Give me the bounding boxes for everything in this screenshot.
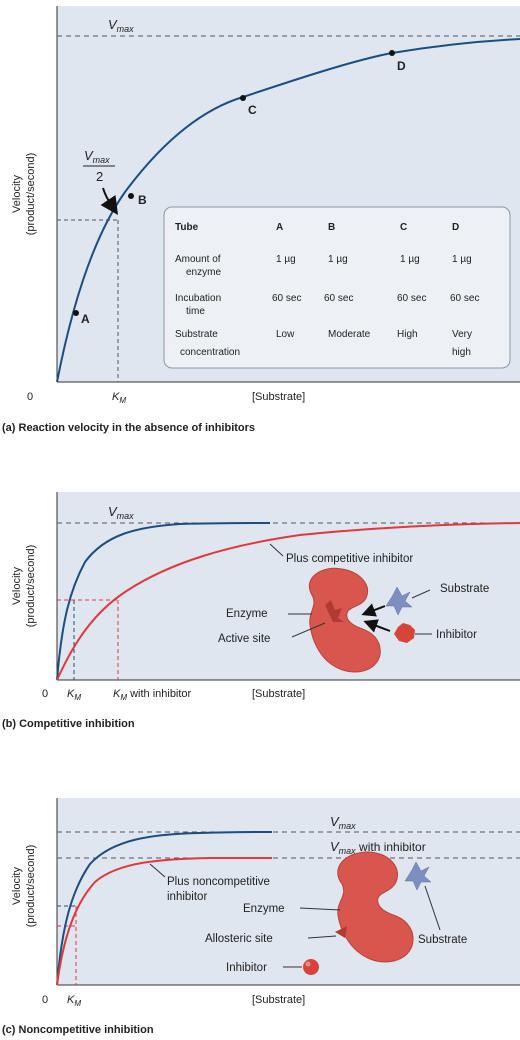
panel-a-label-a: A [81,312,90,326]
svg-text:Velocity: Velocity [11,867,23,905]
panel-a-point-c [240,95,246,101]
panel-c-vmax-label: Vmax [330,814,356,831]
panel-b-enzyme-illustration [288,567,432,673]
svg-text:Velocity: Velocity [11,175,23,213]
panel-b-origin-label: 0 [42,688,48,700]
panel-a-table: Tube A B C D Amount of enzyme 1 µg 1 µg … [163,206,511,369]
panel-c-km-label: KM [67,994,81,1008]
svg-text:concentration: concentration [180,347,240,358]
panel-c-curve-label-2: inhibitor [167,891,207,903]
panel-c-substrate-label: Substrate [418,934,467,946]
table-cell: 1 µg [328,254,348,265]
panel-b-km-label: KM [67,688,81,702]
panel-a-point-a [73,310,79,316]
table-header-c: C [400,222,407,233]
substrate-icon [385,586,413,616]
table-cell: 1 µg [400,254,420,265]
table-cell: 60 sec [450,293,479,304]
table-cell: 60 sec [272,293,301,304]
panel-b-enzyme-label: Enzyme [226,608,268,620]
panel-a-label-d: D [397,59,406,73]
panel-c-curve-no-inhibitor [56,831,273,986]
panel-c-xlabel: [Substrate] [252,994,305,1006]
panel-a-label-b: B [138,193,147,207]
panel-b-ylabel: Velocity (product/second) [11,545,37,628]
svg-text:(product/second): (product/second) [25,153,37,236]
panel-a: A B C D Vmax Vmax 2 Velocity (product/se… [2,6,520,434]
panel-a-vmax-label: Vmax [108,17,134,34]
panel-c-caption: (c) Noncompetitive inhibition [2,1024,154,1036]
panel-a-ylabel: Velocity (product/second) [11,153,37,236]
svg-text:enzyme: enzyme [186,267,221,278]
panel-b-substrate-label: Substrate [440,583,489,595]
panel-b-km-inhibitor-label: KM with inhibitor [113,688,192,702]
table-cell: Low [276,329,295,340]
panel-a-xlabel: [Substrate] [252,391,305,403]
panel-c-curve-label-leader [149,863,166,878]
panel-c-origin-label: 0 [42,994,48,1006]
panel-b-caption: (b) Competitive inhibition [2,718,135,730]
substrate-icon [404,861,432,891]
panel-c-enzyme-illustration [283,851,441,975]
panel-c-allosteric-label: Allosteric site [205,933,273,945]
table-cell: 1 µg [452,254,472,265]
table-row-2-label: Incubation [175,293,221,304]
panel-b-curve-competitive [56,522,520,681]
allosteric-site-icon [335,926,347,938]
table-cell: 1 µg [276,254,296,265]
svg-text:time: time [186,306,205,317]
svg-text:Vmax: Vmax [84,148,110,165]
panel-a-point-d [389,50,395,56]
panel-c-plot-background [57,798,520,985]
panel-a-caption: (a) Reaction velocity in the absence of … [2,422,255,434]
panel-a-point-b [128,193,134,199]
panel-a-half-vmax-annotation: Vmax 2 [83,148,118,215]
table-row-1-label: Amount of [175,254,221,265]
panel-c-inhibitor-label: Inhibitor [226,962,267,974]
panel-c-curve-label-1: Plus noncompetitive [167,876,270,888]
inhibitor-icon [394,623,415,643]
panel-c-ylabel: Velocity (product/second) [11,845,37,928]
panel-b-inhibitor-label: Inhibitor [436,629,477,641]
table-cell: Moderate [328,329,371,340]
active-site-icon [325,600,344,622]
table-cell: Very [452,329,472,340]
panel-b-curve-no-inhibitor [56,522,271,681]
inhibitor-icon [303,959,319,975]
svg-text:Velocity: Velocity [11,567,23,605]
panel-c-vmax-inhibitor-label: Vmax with inhibitor [330,839,426,856]
table-cell: High [397,329,418,340]
table-header-a: A [276,222,283,233]
table-row-3-label: Substrate [175,329,218,340]
panel-a-curve [56,38,520,383]
panel-b-curve-label-leader [269,543,284,557]
svg-text:(product/second): (product/second) [25,545,37,628]
table-header-d: D [452,222,459,233]
table-cell: 60 sec [397,293,426,304]
panel-a-label-c: C [248,103,257,117]
svg-text:(product/second): (product/second) [25,845,37,928]
table-header-b: B [328,222,335,233]
panel-c-enzyme-label: Enzyme [243,903,285,915]
panel-b-curve-label: Plus competitive inhibitor [286,553,413,565]
panel-b-active-site-label: Active site [218,633,270,645]
table-header-tube: Tube [175,222,199,233]
panel-a-km-label: KM [112,391,126,405]
table-cell: 60 sec [324,293,353,304]
enzyme-shape [309,567,381,673]
panel-c: Vmax Vmax with inhibitor Plus noncompeti… [2,798,520,1036]
panel-b-xlabel: [Substrate] [252,688,305,700]
panel-a-origin-label: 0 [27,391,33,403]
panel-c-curve-noncompetitive [56,857,272,986]
panel-b-vmax-label: Vmax [108,504,134,521]
svg-text:2: 2 [96,169,103,184]
panel-b: Vmax Plus competitive inhibitor Substrat… [2,492,520,730]
svg-text:high: high [452,347,471,358]
